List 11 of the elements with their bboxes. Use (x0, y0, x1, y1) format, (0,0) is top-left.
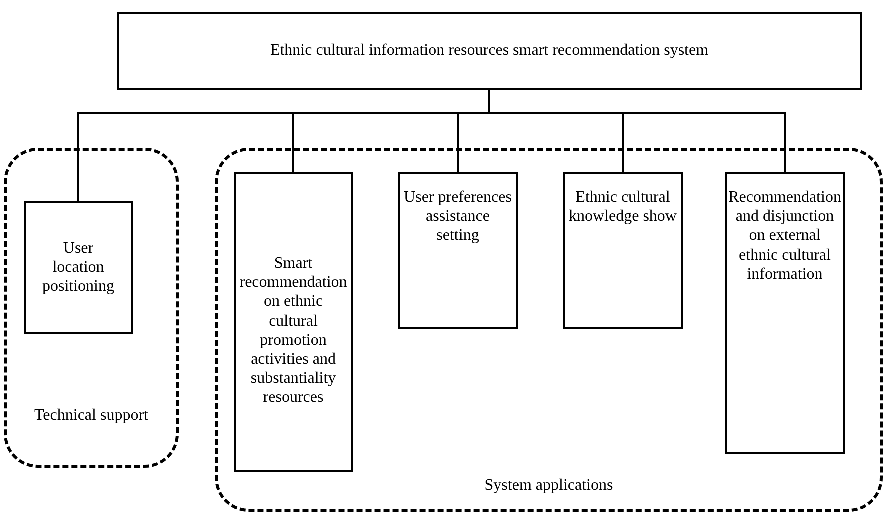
module-box: Recommendation and disjunction on external ethnic cultural information (725, 172, 845, 454)
dashed-group-frame (215, 148, 883, 512)
dashed-group-frame (4, 148, 179, 468)
connector-line (488, 90, 786, 172)
root-box: Ethnic cultural information resources smart recommendation system (117, 12, 862, 90)
group-label: Technical support (34, 406, 150, 426)
module-box: Smart recommendation on ethnic cultural promotion activities and substantiality resources (234, 172, 353, 472)
group-label: System applications (484, 476, 614, 496)
module-box: Ethnic cultural knowledge show (563, 172, 683, 329)
module-box: User preferences assistance setting (398, 172, 518, 329)
module-box: User location positioning (24, 201, 133, 334)
